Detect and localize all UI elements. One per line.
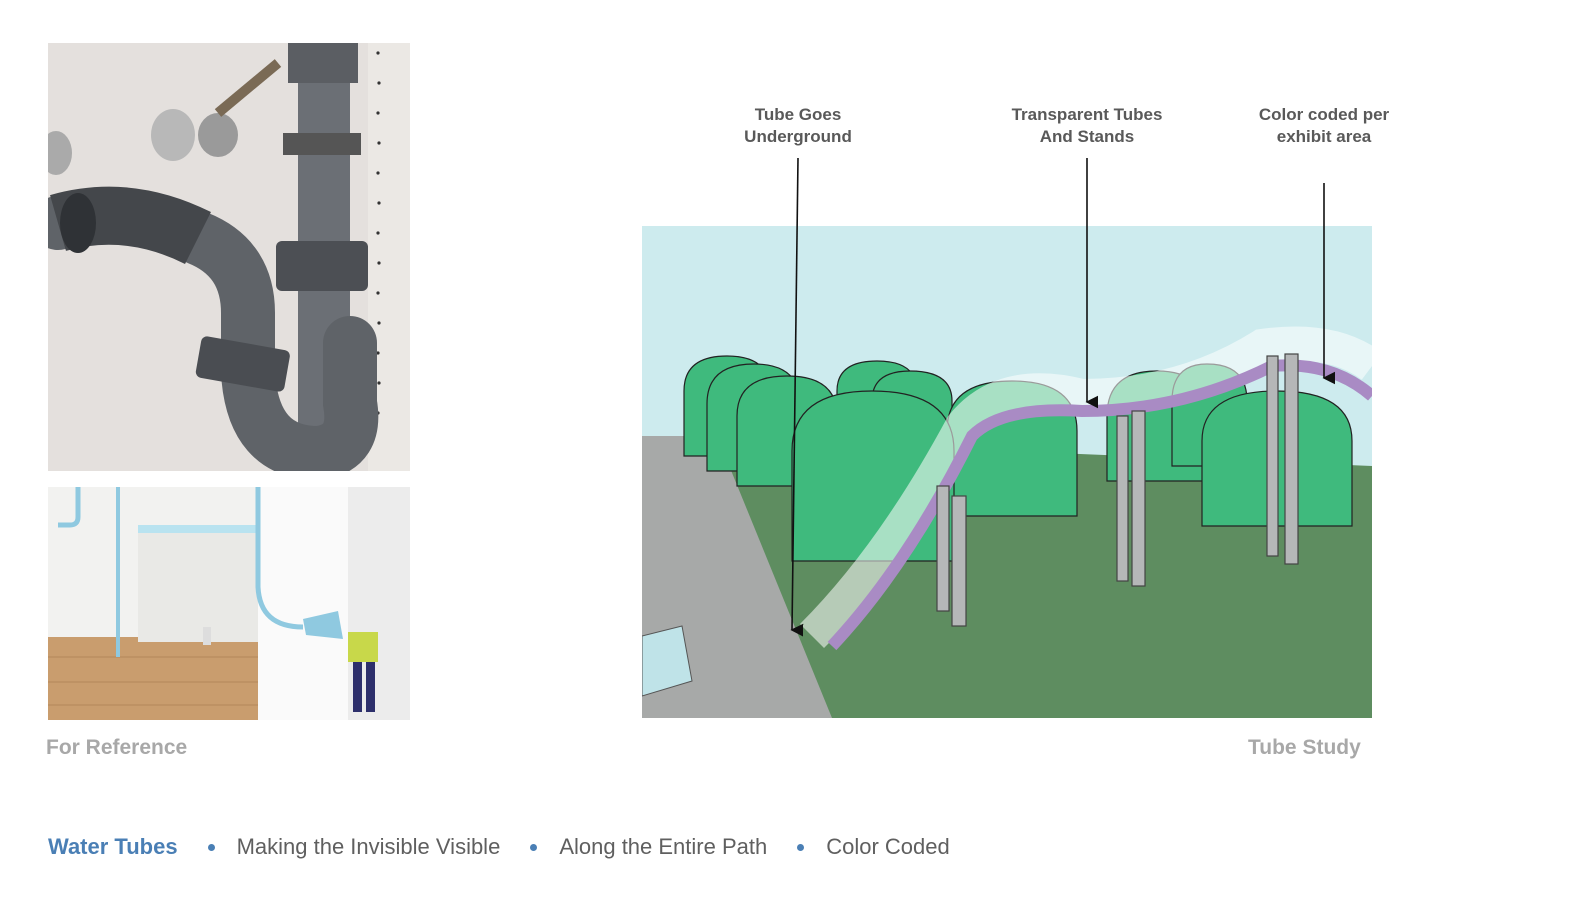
callout-line: And Stands <box>1039 127 1135 146</box>
footer-tagline: Water Tubes Making the Invisible Visible… <box>48 834 950 860</box>
gallery-installation-photo <box>48 487 410 720</box>
callout-line: Tube Goes <box>754 105 842 124</box>
callout-transparent-tubes: Transparent Tubes And Stands <box>987 104 1187 148</box>
bullet-dot-icon <box>797 843 805 851</box>
caption-for-reference: For Reference <box>46 736 188 759</box>
callout-color-coded: Color coded per exhibit area <box>1224 104 1424 148</box>
tube-study-render <box>642 226 1372 718</box>
footer-item: Color Coded <box>826 834 950 859</box>
callout-line: Transparent Tubes <box>1011 105 1163 124</box>
callout-tube-underground: Tube Goes Underground <box>698 104 898 148</box>
callout-line: Underground <box>744 127 852 146</box>
footer-item: Along the Entire Path <box>559 834 768 859</box>
footer-lead: Water Tubes <box>48 834 178 859</box>
sink-pipe-photo <box>48 43 410 471</box>
footer-item: Making the Invisible Visible <box>236 834 501 859</box>
caption-tube-study: Tube Study <box>1248 736 1361 759</box>
callout-line: exhibit area <box>1276 127 1372 146</box>
bullet-dot-icon <box>207 843 215 851</box>
callout-line: Color coded per <box>1258 105 1390 124</box>
bullet-dot-icon <box>530 843 538 851</box>
